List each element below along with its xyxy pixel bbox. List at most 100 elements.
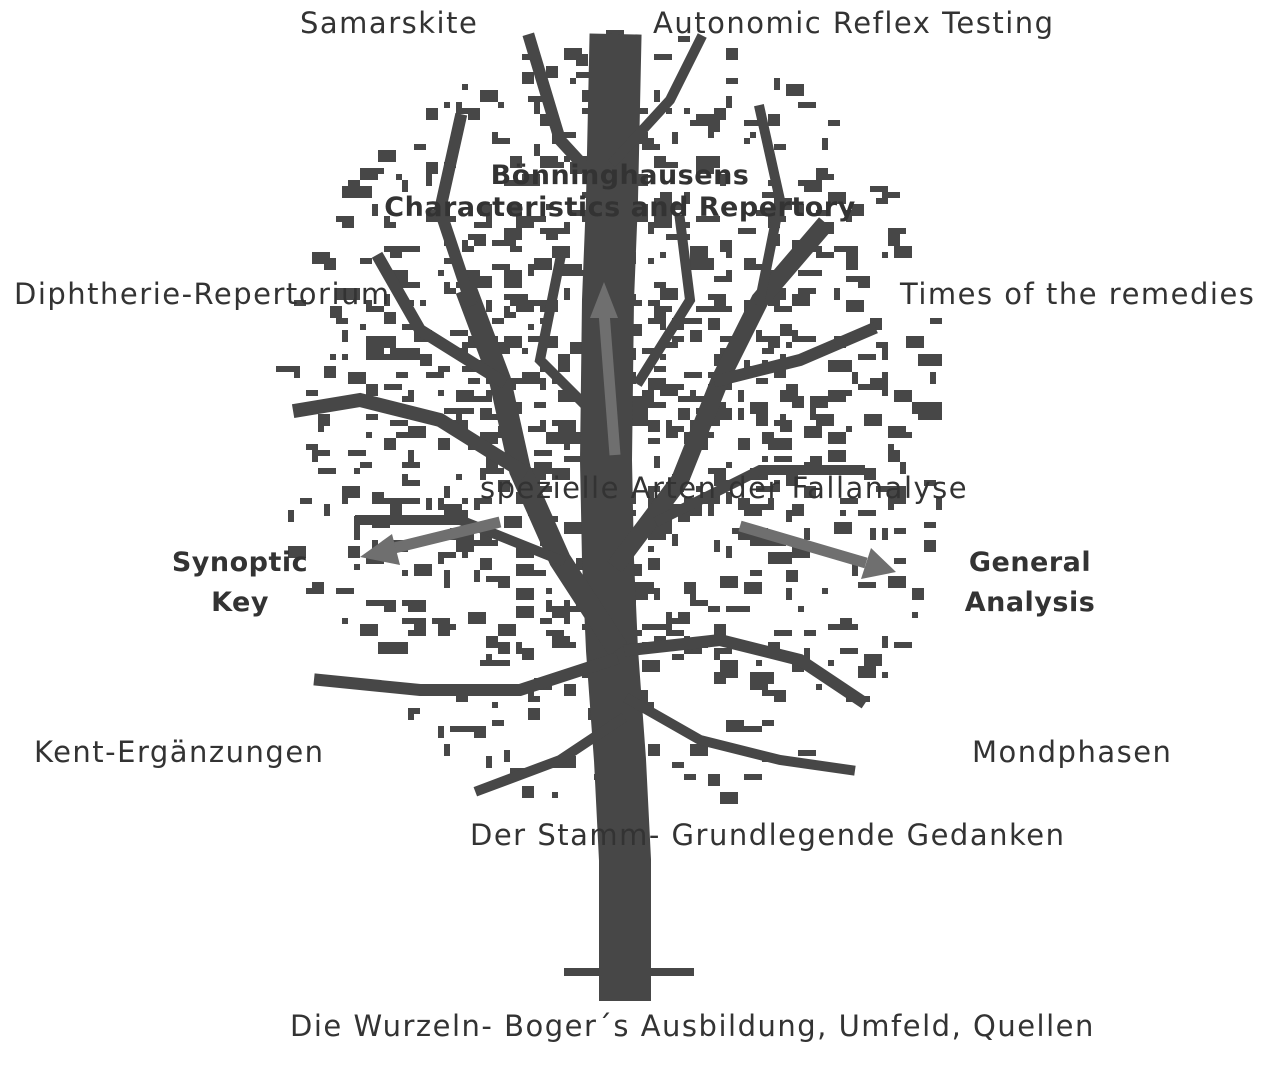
- foliage-pixel: [366, 384, 378, 396]
- foliage-pixel: [804, 630, 816, 636]
- foliage-pixel: [726, 606, 732, 612]
- foliage-pixel: [492, 642, 510, 648]
- foliage-pixel: [798, 288, 816, 294]
- foliage-pixel: [690, 330, 702, 342]
- foliage-pixel: [762, 432, 774, 444]
- foliage-pixel: [450, 216, 456, 222]
- label-autonomic-reflex-testing: Autonomic Reflex Testing: [653, 6, 1055, 40]
- foliage-pixel: [726, 492, 732, 504]
- foliage-pixel: [558, 354, 570, 360]
- foliage-pixel: [846, 210, 852, 222]
- foliage-pixel: [498, 102, 504, 108]
- foliage-pixel: [768, 114, 780, 126]
- foliage-pixel: [534, 462, 552, 474]
- label-mondphasen: Mondphasen: [972, 735, 1173, 769]
- foliage-pixel: [798, 606, 804, 612]
- label-times-of-remedies: Times of the remedies: [900, 277, 1256, 311]
- foliage-pixel: [492, 318, 504, 324]
- foliage-pixel: [648, 558, 660, 570]
- foliage-pixel: [786, 588, 792, 600]
- foliage-pixel: [426, 108, 438, 120]
- foliage-pixel: [786, 84, 804, 96]
- foliage-pixel: [306, 444, 318, 450]
- foliage-pixel: [438, 366, 450, 372]
- foliage-pixel: [780, 216, 786, 222]
- foliage-pixel: [798, 204, 804, 216]
- foliage-pixel: [648, 486, 660, 492]
- foliage-pixel: [774, 294, 780, 306]
- foliage-pixel: [882, 252, 888, 258]
- foliage-pixel: [846, 300, 852, 312]
- foliage-pixel: [876, 198, 888, 204]
- foliage-pixel: [858, 354, 876, 360]
- foliage-pixel: [792, 504, 804, 516]
- foliage-pixel: [348, 372, 366, 384]
- foliage-pixel: [834, 522, 852, 534]
- foliage-pixel: [774, 690, 786, 702]
- foliage-pixel: [552, 228, 570, 234]
- foliage-pixel: [684, 432, 690, 444]
- foliage-pixel: [930, 402, 942, 414]
- foliage-pixel: [894, 390, 912, 402]
- foliage-pixel: [546, 588, 552, 594]
- foliage-pixel: [648, 258, 654, 264]
- foliage-pixel: [702, 114, 720, 120]
- foliage-pixel: [642, 624, 654, 630]
- foliage-pixel: [336, 216, 354, 222]
- foliage-pixel: [756, 414, 768, 426]
- foliage-pixel: [648, 492, 654, 498]
- foliage-pixel: [816, 210, 828, 216]
- foliage-pixel: [888, 234, 900, 246]
- foliage-pixel: [654, 54, 672, 60]
- foliage-pixel: [690, 120, 696, 126]
- foliage-pixel: [852, 204, 864, 216]
- foliage-pixel: [504, 336, 522, 348]
- foliage-pixel: [666, 618, 684, 624]
- foliage-pixel: [438, 438, 450, 450]
- foliage-pixel: [474, 498, 492, 504]
- foliage-pixel: [564, 156, 570, 162]
- foliage-pixel: [522, 174, 540, 186]
- foliage-pixel: [552, 606, 564, 612]
- foliage-pixel: [528, 696, 540, 702]
- branch: [473, 713, 627, 797]
- foliage-pixel: [828, 660, 834, 666]
- foliage-pixel: [786, 570, 798, 582]
- branch: [623, 633, 869, 709]
- foliage-pixel: [888, 498, 894, 510]
- foliage-pixel: [522, 72, 534, 84]
- foliage-pixel: [762, 456, 768, 462]
- foliage-pixel: [708, 216, 720, 222]
- foliage-pixel: [816, 684, 822, 690]
- foliage-pixel: [498, 624, 516, 636]
- foliage-pixel: [672, 762, 684, 768]
- foliage-pixel: [660, 354, 666, 360]
- foliage-pixel: [672, 654, 684, 660]
- foliage-pixel: [714, 540, 720, 552]
- foliage-pixel: [690, 390, 696, 402]
- foliage-pixel: [552, 612, 564, 618]
- foliage-pixel: [648, 546, 654, 552]
- foliage-pixel: [738, 228, 756, 234]
- foliage-pixel: [366, 558, 384, 564]
- foliage-pixel: [648, 438, 660, 444]
- foliage-pixel: [360, 258, 372, 264]
- foliage-pixel: [642, 144, 660, 150]
- foliage-pixel: [342, 222, 354, 228]
- foliage-pixel: [504, 306, 510, 318]
- foliage-pixel: [666, 426, 678, 438]
- foliage-pixel: [564, 600, 570, 612]
- label-samarskite: Samarskite: [300, 6, 479, 40]
- foliage-pixel: [480, 90, 498, 102]
- foliage-pixel: [786, 384, 798, 390]
- foliage-pixel: [828, 390, 846, 402]
- foliage-pixel: [768, 444, 780, 450]
- foliage-pixel: [468, 114, 480, 120]
- foliage-pixel: [354, 468, 360, 474]
- foliage-pixel: [684, 108, 690, 114]
- foliage-pixel: [720, 336, 732, 342]
- foliage-pixel: [534, 300, 546, 306]
- foliage-pixel: [804, 270, 822, 276]
- foliage-pixel: [528, 324, 534, 330]
